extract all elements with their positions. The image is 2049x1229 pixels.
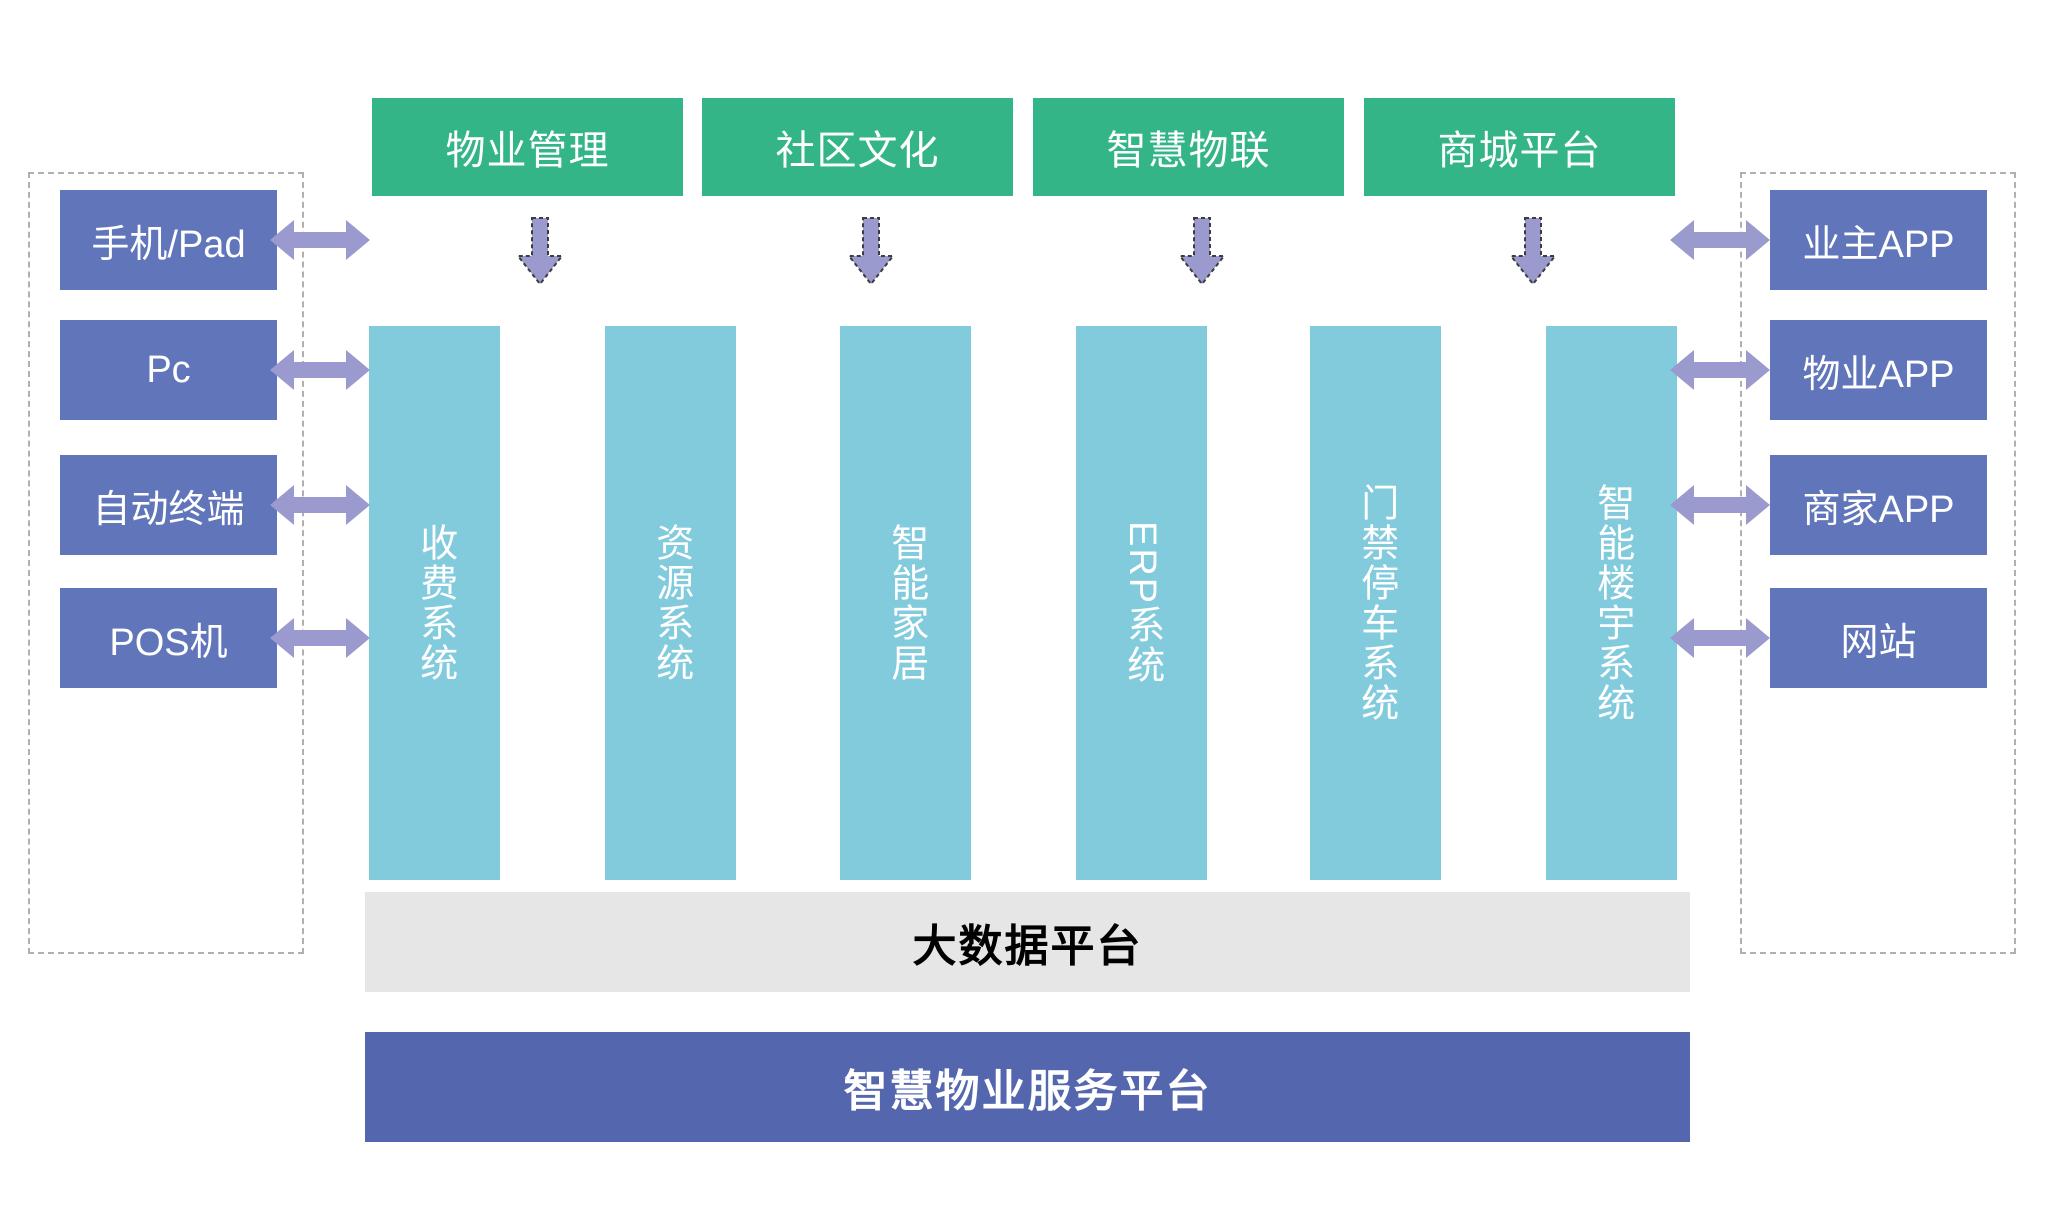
double-arrow-horizontal-icon	[1668, 214, 1772, 266]
device-label: 手机/Pad	[91, 223, 246, 266]
system-column-zhineng-jiaju[interactable]: 智能家居	[840, 326, 971, 880]
channel-label: 商城平台	[1437, 129, 1602, 173]
bigdata-platform-label: 大数据平台	[912, 922, 1143, 971]
channel-label: 物业管理	[445, 129, 610, 173]
double-arrow-horizontal-icon	[268, 344, 372, 396]
channel-box-wuye-guanli[interactable]: 物业管理	[372, 98, 683, 196]
system-column-label: 智能楼宇系统	[1590, 483, 1633, 723]
double-arrow-horizontal-icon	[1668, 612, 1772, 664]
down-arrow-icon	[846, 216, 896, 286]
down-arrow-icon	[515, 216, 565, 286]
device-box-pos[interactable]: POS机	[60, 588, 277, 688]
smart-property-platform-label: 智慧物业服务平台	[843, 1067, 1212, 1116]
system-column-ziyuan[interactable]: 资源系统	[605, 326, 736, 880]
down-arrow-icon	[1177, 216, 1227, 286]
system-column-zhineng-louyu[interactable]: 智能楼宇系统	[1546, 326, 1677, 880]
device-label: POS机	[109, 621, 228, 664]
channel-box-zhihui-wulian[interactable]: 智慧物联	[1033, 98, 1344, 196]
device-box-zidong-zhongduan[interactable]: 自动终端	[60, 455, 277, 555]
bigdata-platform-bar[interactable]: 大数据平台	[365, 892, 1690, 992]
device-box-shouji-pad[interactable]: 手机/Pad	[60, 190, 277, 290]
channel-box-shequ-wenhua[interactable]: 社区文化	[702, 98, 1013, 196]
app-box-wuye-app[interactable]: 物业APP	[1770, 320, 1987, 420]
device-box-pc[interactable]: Pc	[60, 320, 277, 420]
double-arrow-horizontal-icon	[268, 612, 372, 664]
app-box-yezhu-app[interactable]: 业主APP	[1770, 190, 1987, 290]
app-box-wangzhan[interactable]: 网站	[1770, 588, 1987, 688]
system-column-menjin-tingche[interactable]: 门禁停车系统	[1310, 326, 1441, 880]
double-arrow-horizontal-icon	[1668, 479, 1772, 531]
double-arrow-horizontal-icon	[1668, 344, 1772, 396]
right-app-group-frame	[1740, 172, 2016, 954]
system-column-shoufei[interactable]: 收费系统	[369, 326, 500, 880]
app-label: 商家APP	[1802, 488, 1955, 531]
smart-property-platform-bar[interactable]: 智慧物业服务平台	[365, 1032, 1690, 1142]
channel-box-shangcheng-pingtai[interactable]: 商城平台	[1364, 98, 1675, 196]
double-arrow-horizontal-icon	[268, 214, 372, 266]
app-box-shangjia-app[interactable]: 商家APP	[1770, 455, 1987, 555]
double-arrow-horizontal-icon	[268, 479, 372, 531]
app-label: 物业APP	[1802, 353, 1955, 396]
left-device-group-frame	[28, 172, 304, 954]
app-label: 业主APP	[1802, 223, 1955, 266]
system-column-label: 资源系统	[649, 523, 692, 683]
system-column-label: 收费系统	[413, 523, 456, 683]
channel-label: 社区文化	[775, 129, 940, 173]
system-column-erp[interactable]: ERP系统	[1076, 326, 1207, 880]
device-label: Pc	[146, 348, 191, 391]
down-arrow-icon	[1508, 216, 1558, 286]
system-column-label: 智能家居	[884, 523, 927, 683]
channel-label: 智慧物联	[1106, 129, 1271, 173]
system-column-label: 门禁停车系统	[1354, 483, 1397, 723]
system-column-label: ERP系统	[1120, 520, 1163, 686]
device-label: 自动终端	[92, 488, 245, 531]
app-label: 网站	[1840, 621, 1917, 664]
